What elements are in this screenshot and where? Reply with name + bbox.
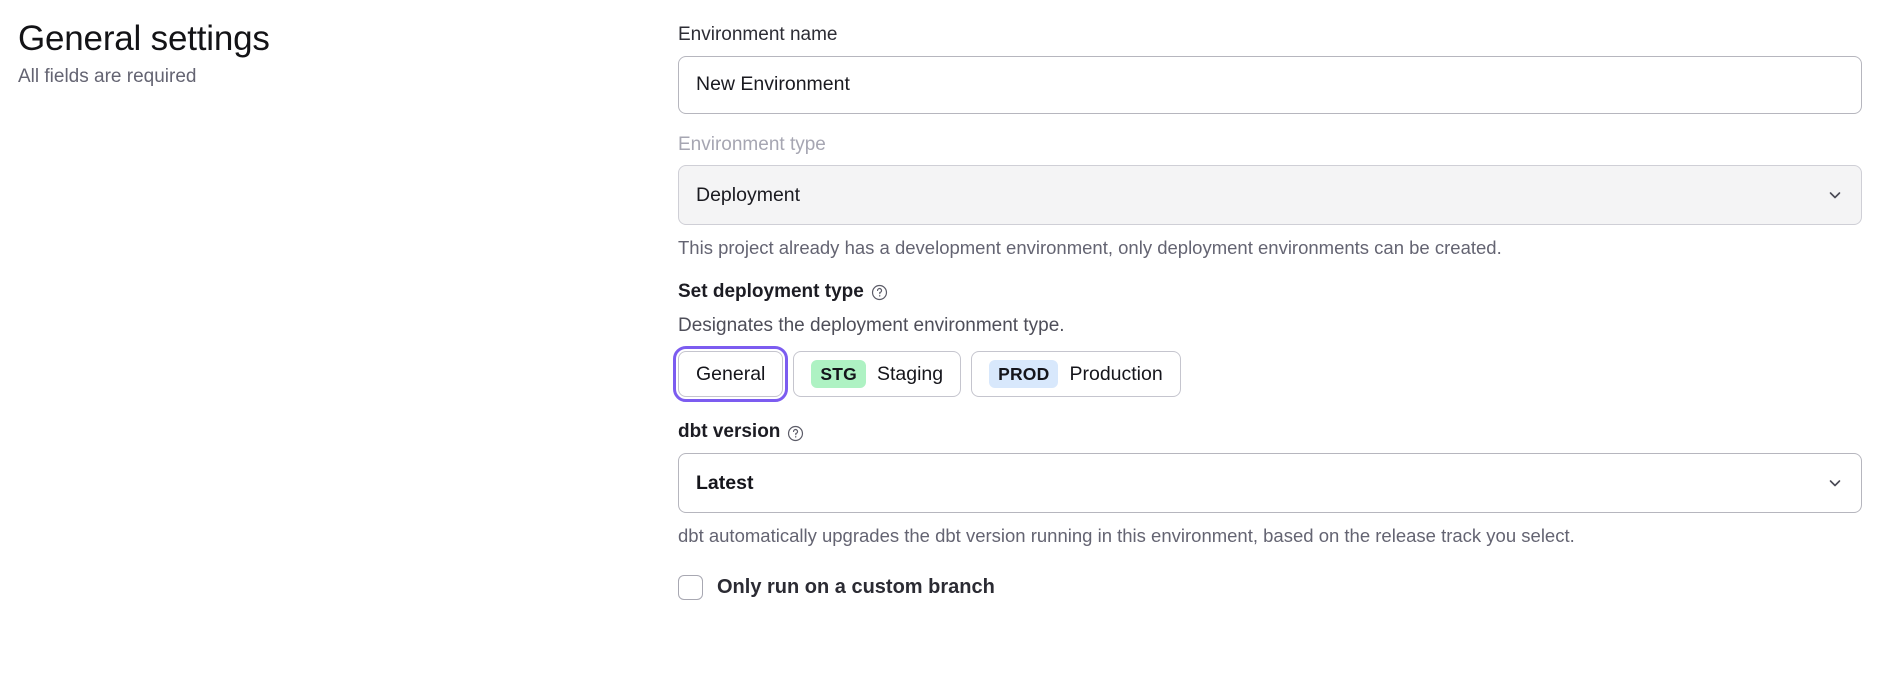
custom-branch-label: Only run on a custom branch [717, 575, 995, 598]
chevron-down-icon [1827, 187, 1843, 203]
environment-type-value: Deployment [696, 183, 801, 206]
dbt-version-help-text: dbt automatically upgrades the dbt versi… [678, 525, 1575, 547]
deployment-type-field-group: Set deployment type Designates the deplo… [672, 279, 1862, 403]
deployment-type-option-production-label: Production [1069, 362, 1163, 385]
dbt-version-label-row: dbt version [678, 419, 1862, 445]
environment-name-label: Environment name [678, 24, 838, 45]
settings-form: Environment name Environment type Deploy… [672, 22, 1862, 600]
deployment-type-option-production[interactable]: PROD Production [971, 351, 1181, 398]
deployment-type-option-general-label: General [696, 362, 766, 385]
deployment-type-description: Designates the deployment environment ty… [678, 314, 1065, 336]
custom-branch-checkbox[interactable] [678, 574, 703, 600]
custom-branch-row[interactable]: Only run on a custom branch [678, 574, 1862, 600]
deployment-type-label: Set deployment type [678, 281, 864, 303]
page-title: General settings [18, 19, 270, 58]
environment-type-select[interactable]: Deployment [678, 165, 1862, 226]
deployment-type-option-staging[interactable]: STG Staging [793, 351, 962, 398]
settings-header: General settings All fields are required [18, 18, 618, 90]
question-circle-icon[interactable] [871, 283, 888, 301]
production-badge: PROD [989, 360, 1059, 389]
deployment-type-label-row: Set deployment type [678, 279, 1862, 305]
environment-name-input[interactable] [678, 55, 1862, 114]
environment-name-field-group: Environment name [678, 22, 1862, 114]
dbt-version-value: Latest [696, 471, 754, 494]
deployment-type-option-staging-label: Staging [876, 362, 944, 385]
environment-type-label: Environment type [678, 133, 826, 155]
chevron-down-icon [1827, 475, 1843, 491]
deployment-type-option-general[interactable]: General [672, 346, 789, 403]
staging-badge: STG [811, 360, 866, 389]
dbt-version-field-group: dbt version Latest dbt automatically upg… [678, 419, 1862, 549]
deployment-type-options: General STG Staging PROD Production [672, 346, 1862, 403]
dbt-version-select[interactable]: Latest [678, 453, 1862, 514]
environment-type-help-text: This project already has a development e… [678, 237, 1502, 259]
question-circle-icon[interactable] [787, 424, 804, 441]
environment-type-field-group: Environment type Deployment This project… [678, 132, 1862, 262]
page-subtitle: All fields are required [18, 66, 197, 88]
dbt-version-label: dbt version [678, 421, 781, 443]
